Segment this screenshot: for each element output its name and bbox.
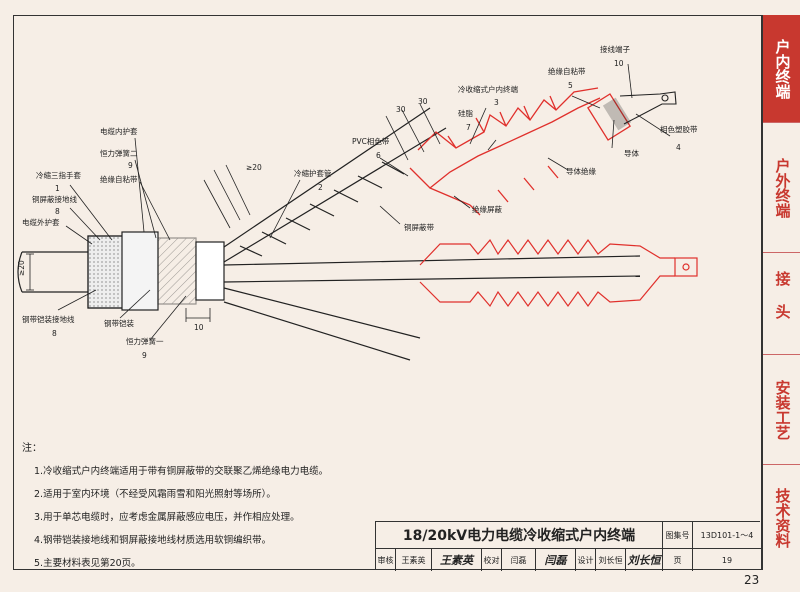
num-8b: 8 [52,329,57,338]
tab-joint[interactable]: 接头 [763,253,800,355]
note-item: 3.用于单芯电缆时，应考虑金属屏蔽感应电压，并作相应处理。 [34,512,300,523]
dim-ge20-top: ≥20 [246,163,262,172]
cable-body [17,107,641,361]
tab-technical-data[interactable]: 技术资料 [763,465,800,570]
notes: 注： 1.冷收缩式户内终端适用于带有铜屏蔽带的交联聚乙烯绝缘电力电缆。 2.适用… [22,437,328,575]
num-9a: 9 [128,161,133,170]
termination-upper [409,87,631,216]
label-conductor: 导体 [624,148,639,158]
note-item: 4.钢带铠装接地线和铜屏蔽接地线材质选用软铜编织带。 [34,535,272,546]
reviewer-name: 王素英 [396,549,432,571]
dim-30b: 30 [418,97,428,106]
section-tabs: 户内终端 户外终端 接头 安装工艺 技术资料 [762,15,800,570]
num-9b: 9 [142,351,147,360]
title-block: 18/20kV电力电缆冷收缩式户内终端 图集号 13D101-1～4 审核 王素… [375,521,761,571]
designer-name: 刘长恒 [596,549,626,571]
label-outer-jacket: 电缆外护套 [22,217,60,227]
note-item: 5.主要材料表见第20页。 [34,558,141,569]
label-cold-shrink-tube: 冷缩护套管 [294,168,332,178]
check-label: 校对 [482,549,502,571]
tab-label: 安装工艺 [773,379,792,440]
drawing-title: 18/20kV电力电缆冷收缩式户内终端 [376,522,663,549]
dim-30a: 30 [396,105,406,114]
num-6: 6 [376,151,381,160]
label-conductor-insulation: 导体绝缘 [566,166,596,176]
num-7: 7 [466,123,471,132]
label-insulating-tape-2: 绝缘自粘带 [548,66,586,76]
label-spring-1: 恒力弹簧一 [126,336,164,346]
label-pvc-phase-tape: PVC相色带 [352,136,390,146]
num-5: 5 [568,81,573,90]
drawing-frame [13,15,762,570]
design-label: 设计 [576,549,596,571]
label-silicone-grease: 硅脂 [458,108,473,118]
tab-label: 技术资料 [773,487,792,548]
checker-signature: 闫磊 [536,549,576,571]
num-3: 3 [494,98,499,107]
atlas-label: 图集号 [663,522,693,549]
num-10: 10 [614,59,624,68]
checker-name: 闫磊 [502,549,536,571]
label-inner-jacket: 电缆内护套 [100,126,138,136]
review-label: 审核 [376,549,396,571]
tab-installation[interactable]: 安装工艺 [763,355,800,465]
tab-label: 户内终端 [773,38,792,99]
tab-label: 接头 [773,270,792,337]
notes-title: 注： [22,443,42,454]
page-value: 19 [721,555,733,565]
reviewer-signature: 王素英 [432,549,482,571]
label-lug: 接线端子 [600,44,630,54]
label-armor: 钢带铠装 [104,318,134,328]
atlas-number: 13D101-1～4 [693,522,761,549]
page-label: 页 [663,549,693,571]
num-4: 4 [676,143,681,152]
label-armor-ground: 钢带铠装接地线 [22,314,75,324]
termination-lower [419,238,698,308]
label-copper-ground: 铜屏蔽接地线 [32,194,77,204]
label-spring-2: 恒力弹簧二 [100,148,138,158]
tab-outdoor-termination[interactable]: 户外终端 [763,123,800,253]
note-item: 1.冷收缩式户内终端适用于带有铜屏蔽带的交联聚乙烯绝缘电力电缆。 [34,466,329,477]
num-2: 2 [318,183,323,192]
label-insulation-shield: 绝缘屏蔽 [472,204,502,214]
label-finger-glove: 冷缩三指手套 [36,170,81,180]
label-insulating-tape-1: 绝缘自粘带 [100,174,138,184]
dim-ge20-left: ≥20 [17,260,26,276]
label-termination: 冷收缩式户内终端 [458,84,518,94]
num-1: 1 [55,184,60,193]
tab-label: 户外终端 [773,157,792,218]
label-copper-shield: 铜屏蔽带 [404,222,434,232]
designer-signature: 刘长恒 [626,549,663,571]
dim-10: 10 [194,323,204,332]
num-8a: 8 [55,207,60,216]
label-phase-tape: 相色塑胶带 [660,124,698,134]
note-item: 2.适用于室内环境（不经受风霜雨雪和阳光照射等场所）。 [34,489,276,500]
tab-indoor-termination[interactable]: 户内终端 [763,15,800,123]
page-number: 23 [744,573,760,587]
